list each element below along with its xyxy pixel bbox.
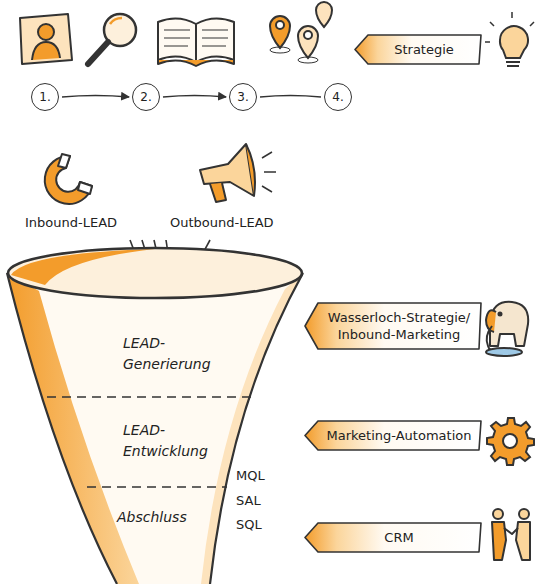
megaphone-icon (200, 144, 276, 202)
arrow-tag: Marketing-Automation (304, 420, 482, 451)
tag-label: Strategie (394, 42, 454, 57)
funnel-band (7, 273, 139, 584)
magnet-icon (45, 154, 92, 204)
step-number: 3. (237, 90, 248, 104)
tag-shape (305, 303, 481, 349)
step-connector (62, 96, 129, 98)
funnel-stage-label: Abschluss (117, 507, 227, 528)
magnifier-icon (88, 14, 136, 64)
lead-source-label: Outbound-LEAD (170, 215, 274, 230)
step-connector (163, 96, 226, 98)
funnel-mouth-shade (11, 249, 155, 285)
handshake-people-icon (492, 509, 530, 560)
lightbulb-icon (485, 12, 534, 66)
step-number: 2. (140, 90, 151, 104)
tag-label: Marketing-Automation (327, 428, 472, 443)
gear-icon (487, 418, 534, 465)
lead-source-label: Inbound-LEAD (25, 215, 117, 230)
step-number: 4. (332, 90, 343, 104)
sales-funnel: LEAD- GenerierungLEAD- EntwicklungAbschl… (5, 245, 305, 584)
tag-label: Wasserloch-Strategie/ Inbound-Marketing (328, 310, 471, 342)
tag-shape (305, 421, 481, 450)
tag-text-wrap: Strategie (376, 42, 472, 59)
stage-divider (87, 486, 227, 487)
funnel-stage-label: LEAD- Entwicklung (123, 420, 243, 462)
lead-status-label: SAL (236, 493, 261, 508)
stage-divider (47, 396, 251, 397)
step-number: 1. (39, 90, 50, 104)
tag-shape (355, 35, 481, 64)
funnel-stage-label: LEAD- Generierung (123, 333, 243, 375)
arrow-tag: Strategie (354, 34, 482, 65)
tag-text-wrap: CRM (326, 530, 472, 547)
location-pins-icon (270, 2, 332, 63)
step-circle: 2. (132, 83, 160, 111)
tag-shape (305, 523, 481, 552)
lead-status-label: SQL (236, 517, 262, 532)
tag-text-wrap: Marketing-Automation (326, 428, 472, 445)
step-circle: 3. (229, 83, 257, 111)
portrait-icon (20, 14, 72, 64)
funnel-mouth (8, 248, 302, 298)
funnel-sides (7, 273, 303, 584)
arrow-tag: CRM (304, 522, 482, 553)
book-icon (158, 18, 234, 66)
tag-text-wrap: Wasserloch-Strategie/ Inbound-Marketing (326, 310, 472, 344)
arrow-tag: Wasserloch-Strategie/ Inbound-Marketing (304, 302, 482, 350)
funnel-body (7, 273, 303, 584)
tag-outline (304, 302, 482, 350)
tag-label: CRM (384, 530, 413, 545)
funnel-outline (5, 245, 305, 584)
funnel-rim (8, 248, 302, 298)
step-connector (260, 96, 321, 98)
step-circle: 1. (31, 83, 59, 111)
step-circle: 4. (324, 83, 352, 111)
elephant-icon (486, 302, 528, 356)
lead-status-label: MQL (236, 468, 265, 483)
